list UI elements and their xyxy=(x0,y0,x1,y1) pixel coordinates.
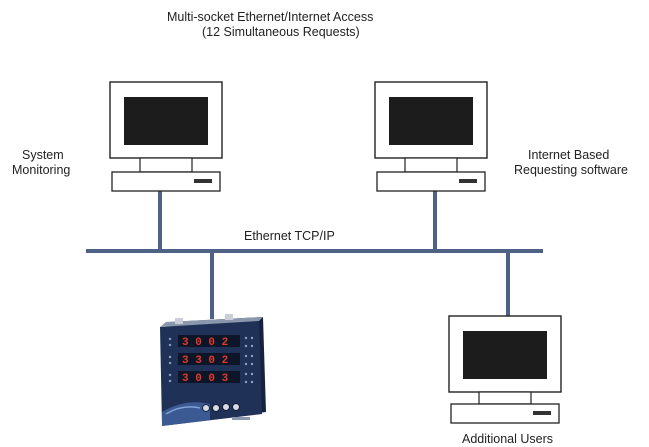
meter-reading-1: 3 0 0 2 xyxy=(182,337,228,349)
meter-reading-2: 3 3 0 2 xyxy=(182,355,228,367)
ethernet-network xyxy=(86,191,543,319)
computer-system-monitoring-icon xyxy=(109,81,223,192)
drop-line-system-monitoring xyxy=(158,191,162,251)
network-label: Ethernet TCP/IP xyxy=(244,229,335,243)
drop-line-additional-users xyxy=(506,251,510,317)
diagram-title-line1: Multi-socket Ethernet/Internet Access xyxy=(167,10,374,24)
power-meter-device: 3 0 0 2 3 3 0 2 3 0 0 3 xyxy=(160,314,266,426)
additional-users-label: Additional Users xyxy=(462,432,554,446)
internet-software-label-line1: Internet Based xyxy=(528,148,610,162)
internet-software-label-line2: Requesting software xyxy=(514,163,628,177)
meter-buttons xyxy=(202,403,240,412)
system-monitoring-label-line2: Monitoring xyxy=(12,163,71,177)
network-bus-line xyxy=(86,249,543,253)
meter-reading-3: 3 0 0 3 xyxy=(182,373,229,385)
drop-line-internet-software xyxy=(433,191,437,251)
computer-internet-software-icon xyxy=(374,81,488,192)
computer-additional-users-icon xyxy=(448,315,562,424)
drop-line-meter xyxy=(210,251,214,319)
meter-display: 3 0 0 2 3 3 0 2 3 0 0 3 xyxy=(178,335,240,385)
diagram-title-line2: (12 Simultaneous Requests) xyxy=(202,25,360,39)
system-monitoring-label-line1: System xyxy=(22,148,64,162)
